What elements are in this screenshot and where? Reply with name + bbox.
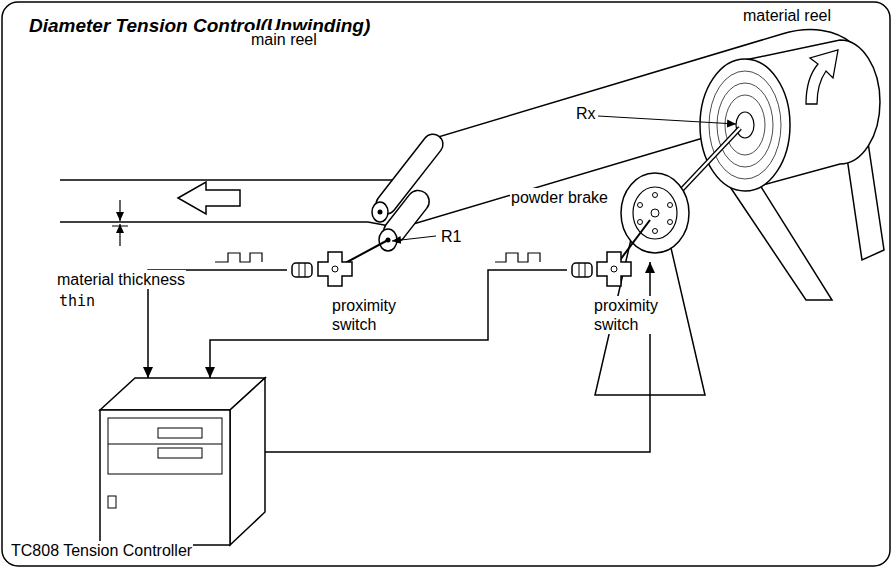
- radius-leader: [598, 116, 736, 124]
- brake-bolt: [638, 220, 643, 225]
- signal-wire: [265, 262, 650, 452]
- node-label: proximity switch: [331, 296, 411, 334]
- controller-node: TC808 Tension Controller: [8, 378, 265, 562]
- web-edge: [60, 221, 368, 223]
- controller-panel: [108, 444, 222, 445]
- thickness-arrow: [119, 200, 120, 221]
- radius-leader: [392, 236, 436, 241]
- thickness-tick: [112, 226, 128, 227]
- wound-layer: [709, 71, 781, 179]
- wound-layer: [717, 83, 773, 167]
- controller-display: [158, 448, 202, 458]
- brake-node: powder brake: [508, 186, 700, 262]
- sensor-body: [292, 263, 312, 277]
- sensor-node: proximity switch: [287, 256, 413, 336]
- brake-bolt: [668, 220, 673, 225]
- node-label: proximity switch: [593, 296, 673, 334]
- brake-bolt: [653, 193, 658, 198]
- material-roll: [700, 59, 790, 191]
- controller-switch: [108, 496, 116, 508]
- powder-brake: [633, 187, 677, 239]
- part-label: main reel: [250, 30, 318, 49]
- pulse-signal: [495, 253, 540, 262]
- brake-bolt: [668, 203, 673, 208]
- value-display: thin: [58, 292, 96, 311]
- target-center: [332, 266, 338, 272]
- signal-wire: [210, 270, 567, 378]
- thickness-arrow: [119, 224, 120, 246]
- rotation-arrow: [806, 50, 838, 104]
- controller-display: [158, 428, 202, 438]
- radius-label: Rx: [575, 104, 597, 123]
- target-disk: [597, 252, 631, 286]
- sensor-ring: [299, 263, 300, 277]
- sensor-ring: [579, 263, 580, 277]
- roller-end: [372, 202, 388, 222]
- diagram-title: Diameter Tension Control(Unwinding): [28, 14, 371, 37]
- part-label: material reel: [742, 6, 832, 25]
- pulse-signal: [215, 253, 262, 262]
- sensor-node: proximity switch: [567, 256, 675, 336]
- sensor-ring: [305, 263, 306, 277]
- brake-bolt: [638, 203, 643, 208]
- reel-hub: [736, 112, 754, 138]
- roller-center: [378, 210, 383, 215]
- brake-center: [651, 209, 659, 217]
- node-label: TC808 Tension Controller: [10, 541, 193, 560]
- node-label: powder brake: [510, 188, 609, 207]
- direction-arrow: [178, 182, 240, 214]
- target-center: [611, 266, 617, 272]
- powder-brake: [621, 173, 689, 253]
- web-edge: [60, 179, 412, 181]
- sensor-ring: [585, 263, 586, 277]
- brake-bolt: [653, 229, 658, 234]
- sensor-body: [572, 263, 592, 277]
- radius-label: R1: [440, 227, 462, 246]
- target-disk: [318, 252, 352, 286]
- controller-front: [100, 410, 230, 545]
- controller-panel: [108, 418, 222, 474]
- dimension-label: material thickness: [56, 270, 186, 289]
- wound-layer: [725, 95, 765, 155]
- controller-side: [230, 378, 265, 545]
